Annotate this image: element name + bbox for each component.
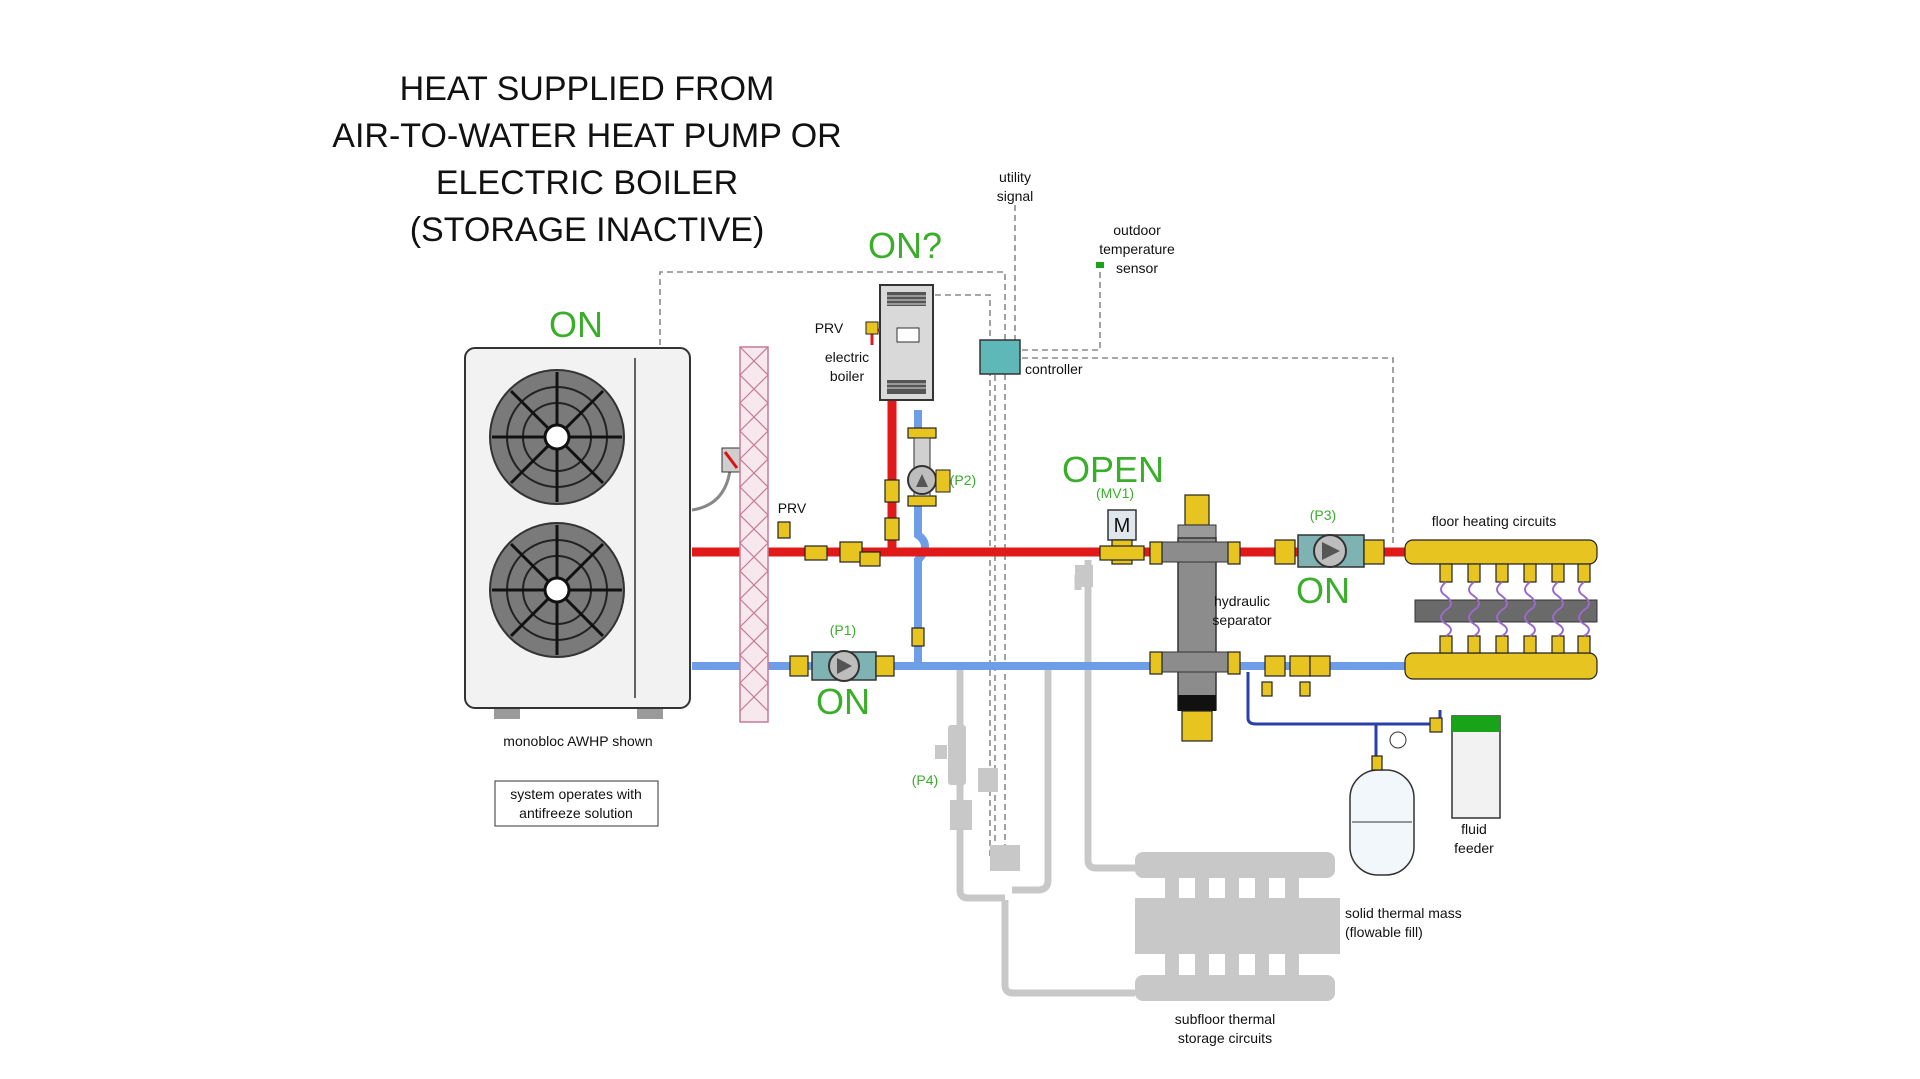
floor-heating-label: floor heating circuits bbox=[1432, 513, 1557, 529]
diagram-title: HEAT SUPPLIED FROM AIR-TO-WATER HEAT PUM… bbox=[332, 70, 841, 249]
mv1-zone-valve: M bbox=[1099, 509, 1145, 565]
outdoor-sensor-icon bbox=[1096, 262, 1104, 268]
thermal-mass-label-1: solid thermal mass bbox=[1345, 905, 1462, 921]
antifreeze-note-line-2: antifreeze solution bbox=[519, 805, 633, 821]
fluid-feeder bbox=[1429, 715, 1501, 819]
p3-status: ON bbox=[1296, 570, 1350, 611]
awhp-label: monobloc AWHP shown bbox=[503, 733, 652, 749]
separator-label-1: hydraulic bbox=[1214, 593, 1270, 609]
air-to-water-heat-pump bbox=[464, 347, 741, 719]
p3-circulator bbox=[1274, 534, 1385, 568]
boiler-side-fittings bbox=[884, 479, 925, 647]
floor-supply-manifold bbox=[1404, 539, 1598, 565]
mv1-label: (MV1) bbox=[1096, 485, 1134, 501]
electric-boiler-label-2: boiler bbox=[830, 368, 865, 384]
antifreeze-note-line-1: system operates with bbox=[510, 786, 642, 802]
mv1-status: OPEN bbox=[1062, 449, 1164, 490]
electric-boiler bbox=[865, 284, 934, 401]
boiler-prv-label: PRV bbox=[815, 320, 844, 336]
floor-return-manifold bbox=[1404, 652, 1598, 680]
return-fittings-right bbox=[1261, 655, 1331, 697]
title-line-2: AIR-TO-WATER HEAT PUMP OR bbox=[332, 117, 841, 155]
mv1-symbol: M bbox=[1114, 515, 1131, 537]
controller-box bbox=[979, 339, 1021, 375]
controller-label: controller bbox=[1025, 361, 1083, 377]
storage-circuits-label-1: subfloor thermal bbox=[1175, 1011, 1275, 1027]
fluid-feeder-label-2: feeder bbox=[1454, 840, 1494, 856]
supply-piping bbox=[692, 400, 1405, 557]
storage-circuits-label-2: storage circuits bbox=[1178, 1030, 1272, 1046]
storage-return-manifold bbox=[1135, 975, 1335, 1001]
main-prv-valve bbox=[777, 521, 791, 539]
pressure-gauge-icon bbox=[1389, 731, 1407, 749]
p1-label: (P1) bbox=[830, 622, 856, 638]
fan-lower-icon bbox=[489, 522, 625, 658]
thermal-mass-label-2: (flowable fill) bbox=[1345, 924, 1423, 940]
expansion-tank bbox=[1349, 731, 1415, 876]
utility-signal-label-2: signal bbox=[997, 188, 1034, 204]
p4-pump-head bbox=[978, 768, 998, 792]
exterior-wall bbox=[739, 346, 769, 723]
p4-pump bbox=[948, 725, 966, 785]
control-wiring bbox=[659, 205, 1394, 860]
fluid-feeder-label-1: fluid bbox=[1461, 821, 1487, 837]
boiler-prv-valve bbox=[865, 321, 879, 335]
fan-upper-icon bbox=[489, 369, 625, 505]
p1-circulator bbox=[789, 650, 895, 682]
p2-label: (P2) bbox=[950, 472, 976, 488]
boiler-status: ON? bbox=[868, 225, 942, 266]
outdoor-sensor-label-3: sensor bbox=[1116, 260, 1158, 276]
p2-circulator bbox=[907, 427, 951, 507]
heat-pump-status: ON bbox=[549, 304, 603, 345]
separator-label-2: separator bbox=[1212, 612, 1271, 628]
antifreeze-note: system operates with antifreeze solution bbox=[494, 780, 659, 827]
title-line-1: HEAT SUPPLIED FROM bbox=[400, 70, 775, 108]
utility-signal-label-1: utility bbox=[999, 169, 1031, 185]
hp-supply-fittings bbox=[777, 521, 881, 567]
electric-boiler-label-1: electric bbox=[825, 349, 869, 365]
title-line-3: ELECTRIC BOILER bbox=[436, 164, 738, 202]
outdoor-sensor-label-1: outdoor bbox=[1113, 222, 1161, 238]
mixing-valve-storage bbox=[990, 845, 1020, 871]
p1-status: ON bbox=[816, 681, 870, 722]
inactive-storage-system bbox=[935, 560, 1340, 1001]
hydraulic-separator bbox=[1149, 494, 1241, 742]
title-line-4: (STORAGE INACTIVE) bbox=[410, 211, 765, 249]
p3-label: (P3) bbox=[1310, 507, 1336, 523]
thermal-mass-slab bbox=[1135, 898, 1340, 954]
storage-supply-manifold bbox=[1135, 852, 1335, 878]
outdoor-sensor-label-2: temperature bbox=[1099, 241, 1175, 257]
p4-label: (P4) bbox=[912, 772, 938, 788]
main-prv-label: PRV bbox=[778, 500, 807, 516]
floor-heating-manifolds bbox=[1404, 539, 1598, 680]
